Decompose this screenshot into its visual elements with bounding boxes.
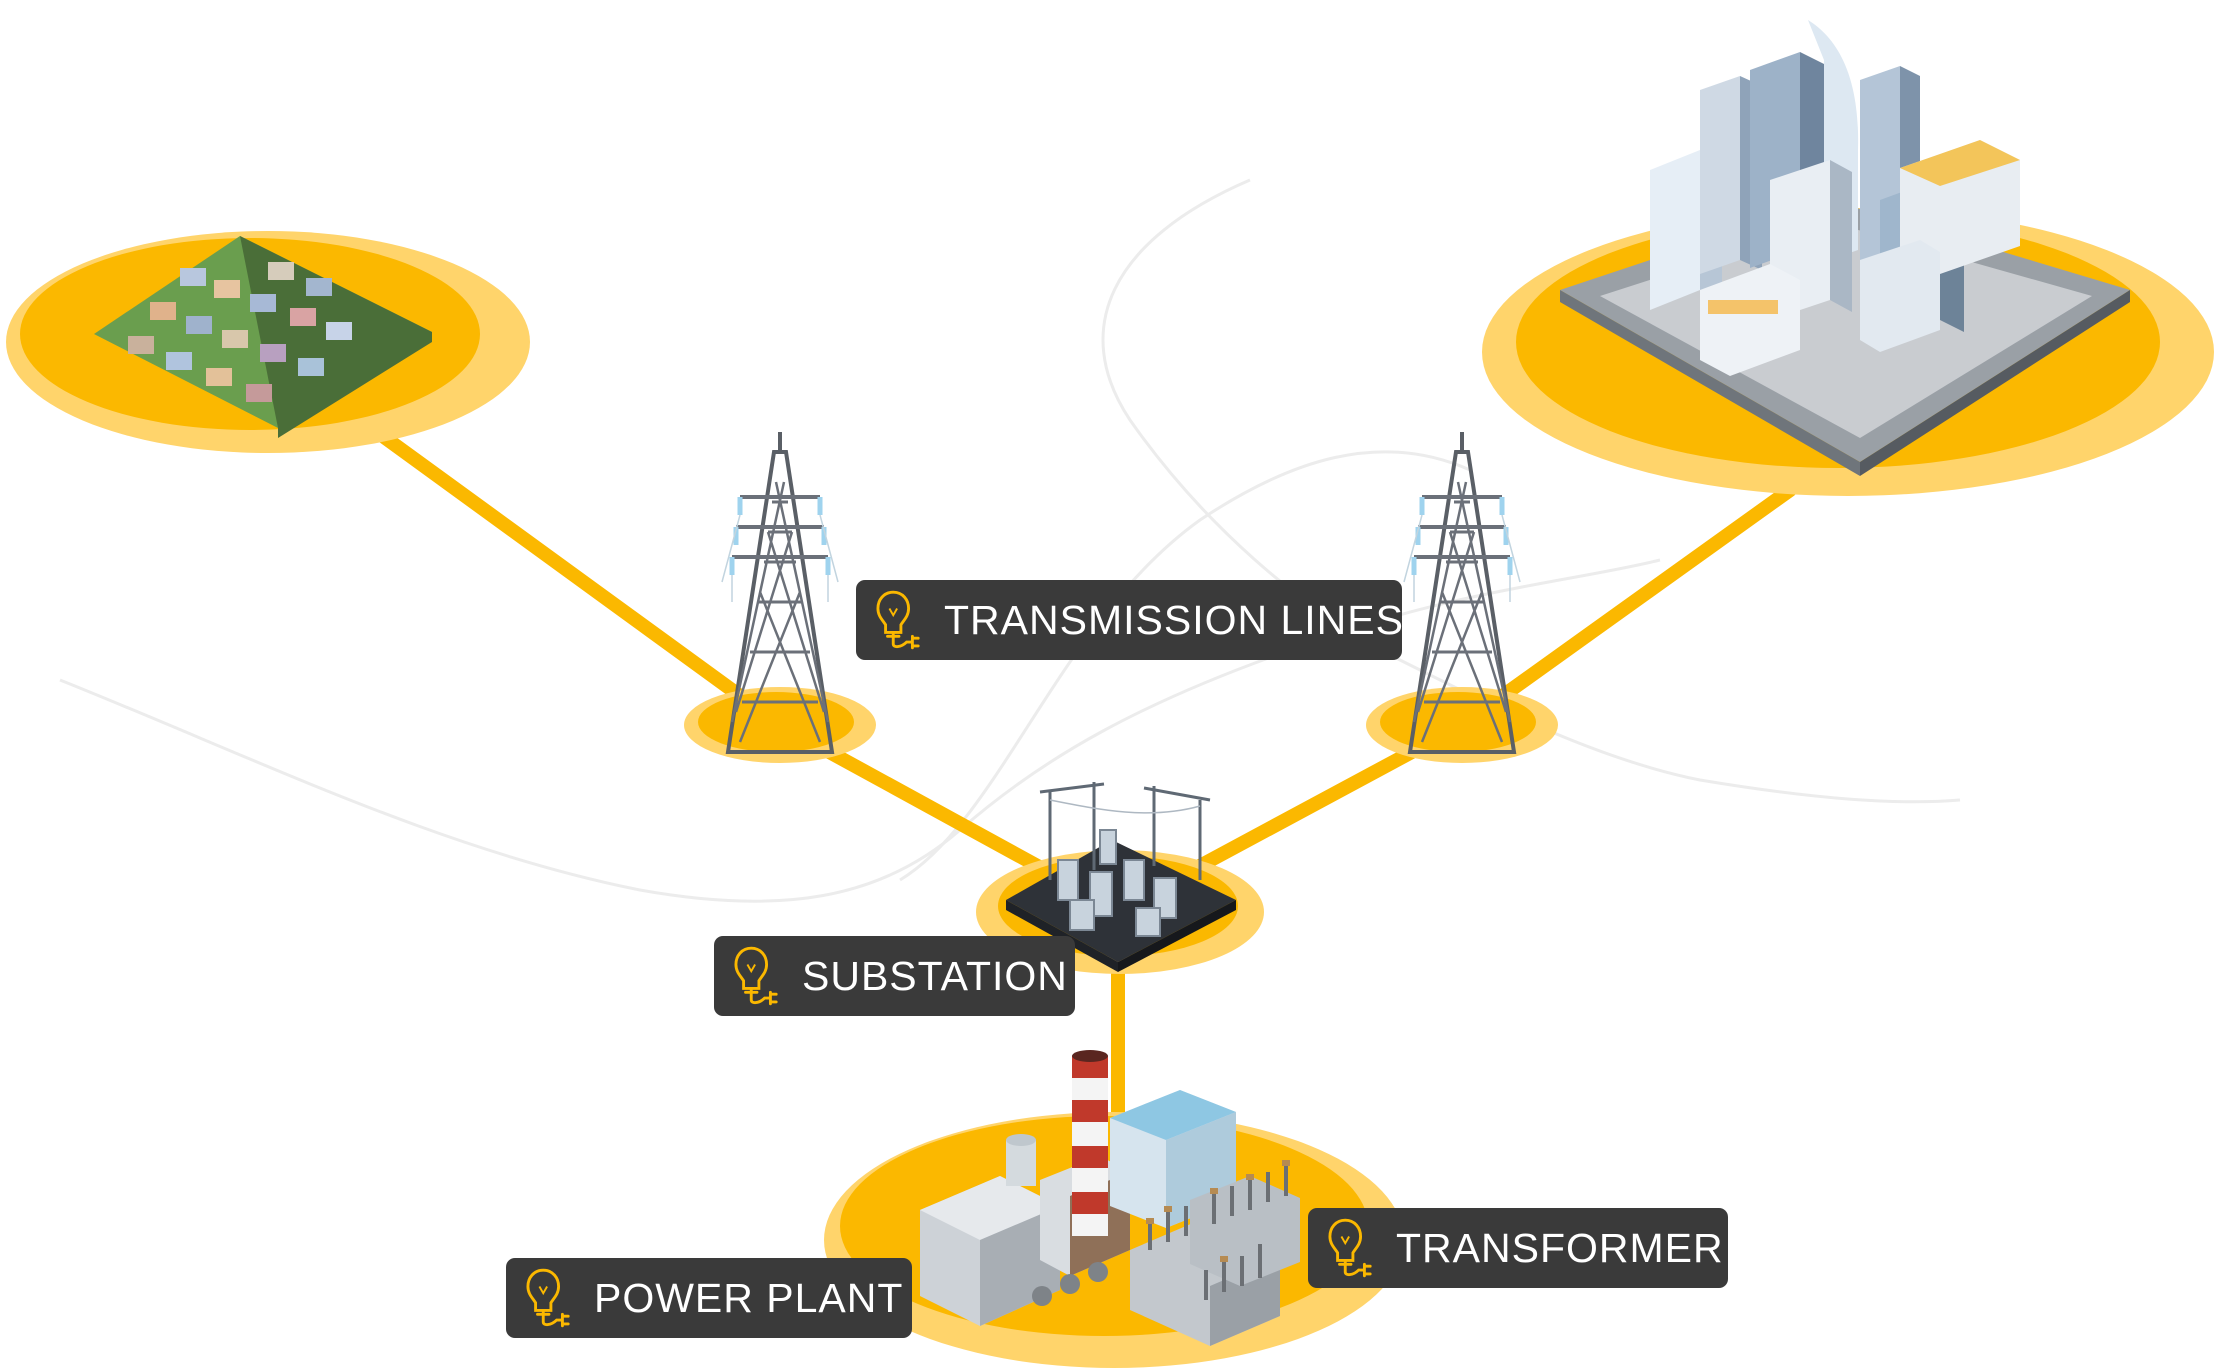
pylon-node-right — [1366, 432, 1558, 763]
power-plant-text: POWER PLANT — [594, 1274, 904, 1321]
transmission-lines-label: TRANSMISSION LINES — [856, 580, 1404, 660]
transformer-label: TRANSFORMER — [1308, 1208, 1728, 1288]
substation-label: SUBSTATION — [714, 936, 1075, 1016]
power-plant-buildings — [920, 1050, 1300, 1346]
residential-area-node — [6, 231, 530, 453]
power-plant-node — [824, 1050, 1404, 1368]
city-node — [1482, 20, 2214, 496]
substation-equipment — [1057, 829, 1177, 937]
substation-node — [976, 782, 1264, 974]
transformer-text: TRANSFORMER — [1396, 1224, 1724, 1271]
lightbulb-plug-icon — [876, 590, 920, 650]
skyscrapers — [1650, 20, 2020, 376]
lightbulb-plug-icon — [526, 1268, 570, 1328]
lightbulb-plug-icon — [1328, 1218, 1372, 1278]
transmission-lines-text: TRANSMISSION LINES — [944, 596, 1404, 643]
houses — [128, 262, 352, 402]
power-lines — [373, 427, 1797, 1135]
substation-text: SUBSTATION — [802, 952, 1068, 999]
lightbulb-plug-icon — [734, 946, 778, 1006]
power-plant-label: POWER PLANT — [506, 1258, 912, 1338]
pylon-node-left — [684, 432, 876, 763]
